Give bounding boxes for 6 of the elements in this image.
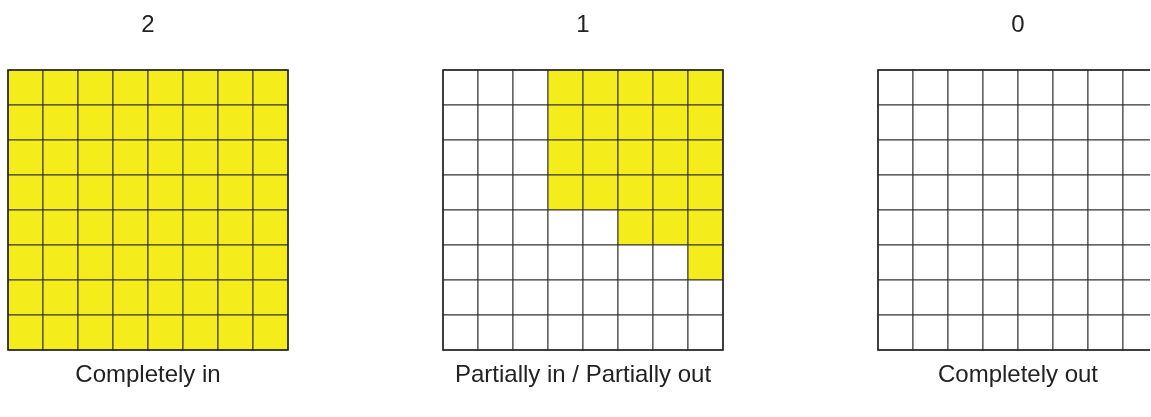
caption: Completely in bbox=[75, 360, 221, 388]
grid-number: 1 bbox=[576, 10, 590, 38]
grid-number: 0 bbox=[1011, 10, 1025, 38]
caption: Partially in / Partially out bbox=[454, 360, 712, 388]
grid-number: 2 bbox=[141, 10, 155, 38]
caption: Completely out bbox=[937, 360, 1099, 388]
